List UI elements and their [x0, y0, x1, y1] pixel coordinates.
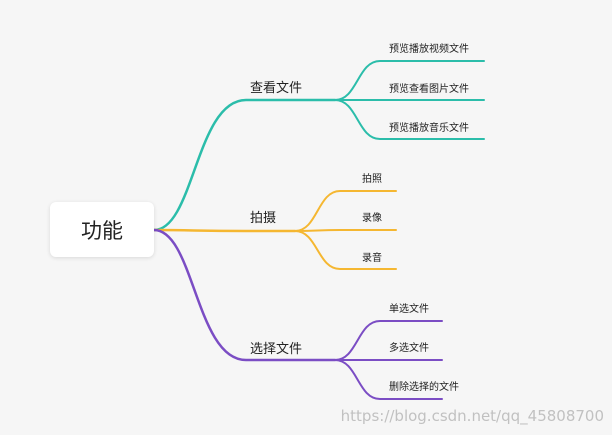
connector-root-to-select-files	[152, 228, 337, 362]
leaf-node-delete-selected[interactable]: 删除选择的文件	[389, 382, 459, 393]
connector-capture-to-leaf-2	[294, 229, 397, 232]
leaf-node-preview-video[interactable]: 预览播放视频文件	[389, 44, 469, 55]
connector-view-files-to-leaf-1	[334, 60, 485, 101]
connector-root-to-view-files	[152, 98, 337, 232]
branch-node-view-files[interactable]: 查看文件	[250, 81, 303, 96]
leaf-node-multi-select[interactable]: 多选文件	[389, 343, 429, 354]
watermark: https://blog.csdn.net/qq_45808700	[340, 407, 604, 425]
connector-select-files-to-leaf-3	[334, 359, 443, 400]
connector-select-files-to-leaf-1	[334, 320, 443, 361]
root-node[interactable]: 功能	[50, 202, 154, 257]
leaf-node-single-select[interactable]: 单选文件	[389, 304, 429, 315]
branch-node-capture[interactable]: 拍摄	[250, 211, 277, 226]
root-node-label: 功能	[81, 218, 123, 243]
leaf-node-preview-music[interactable]: 预览播放音乐文件	[389, 123, 469, 134]
leaf-node-audio-record[interactable]: 录音	[362, 253, 382, 264]
leaf-node-video-record[interactable]: 录像	[362, 213, 382, 224]
leaf-node-preview-image[interactable]: 预览查看图片文件	[389, 84, 469, 95]
connector-root-to-capture	[152, 228, 297, 233]
branch-node-select-files[interactable]: 选择文件	[250, 342, 303, 357]
leaf-node-photo[interactable]: 拍照	[362, 174, 382, 185]
connector-capture-to-leaf-1	[294, 190, 397, 232]
connector-capture-to-leaf-3	[294, 230, 397, 270]
connector-view-files-to-leaf-3	[334, 99, 485, 140]
